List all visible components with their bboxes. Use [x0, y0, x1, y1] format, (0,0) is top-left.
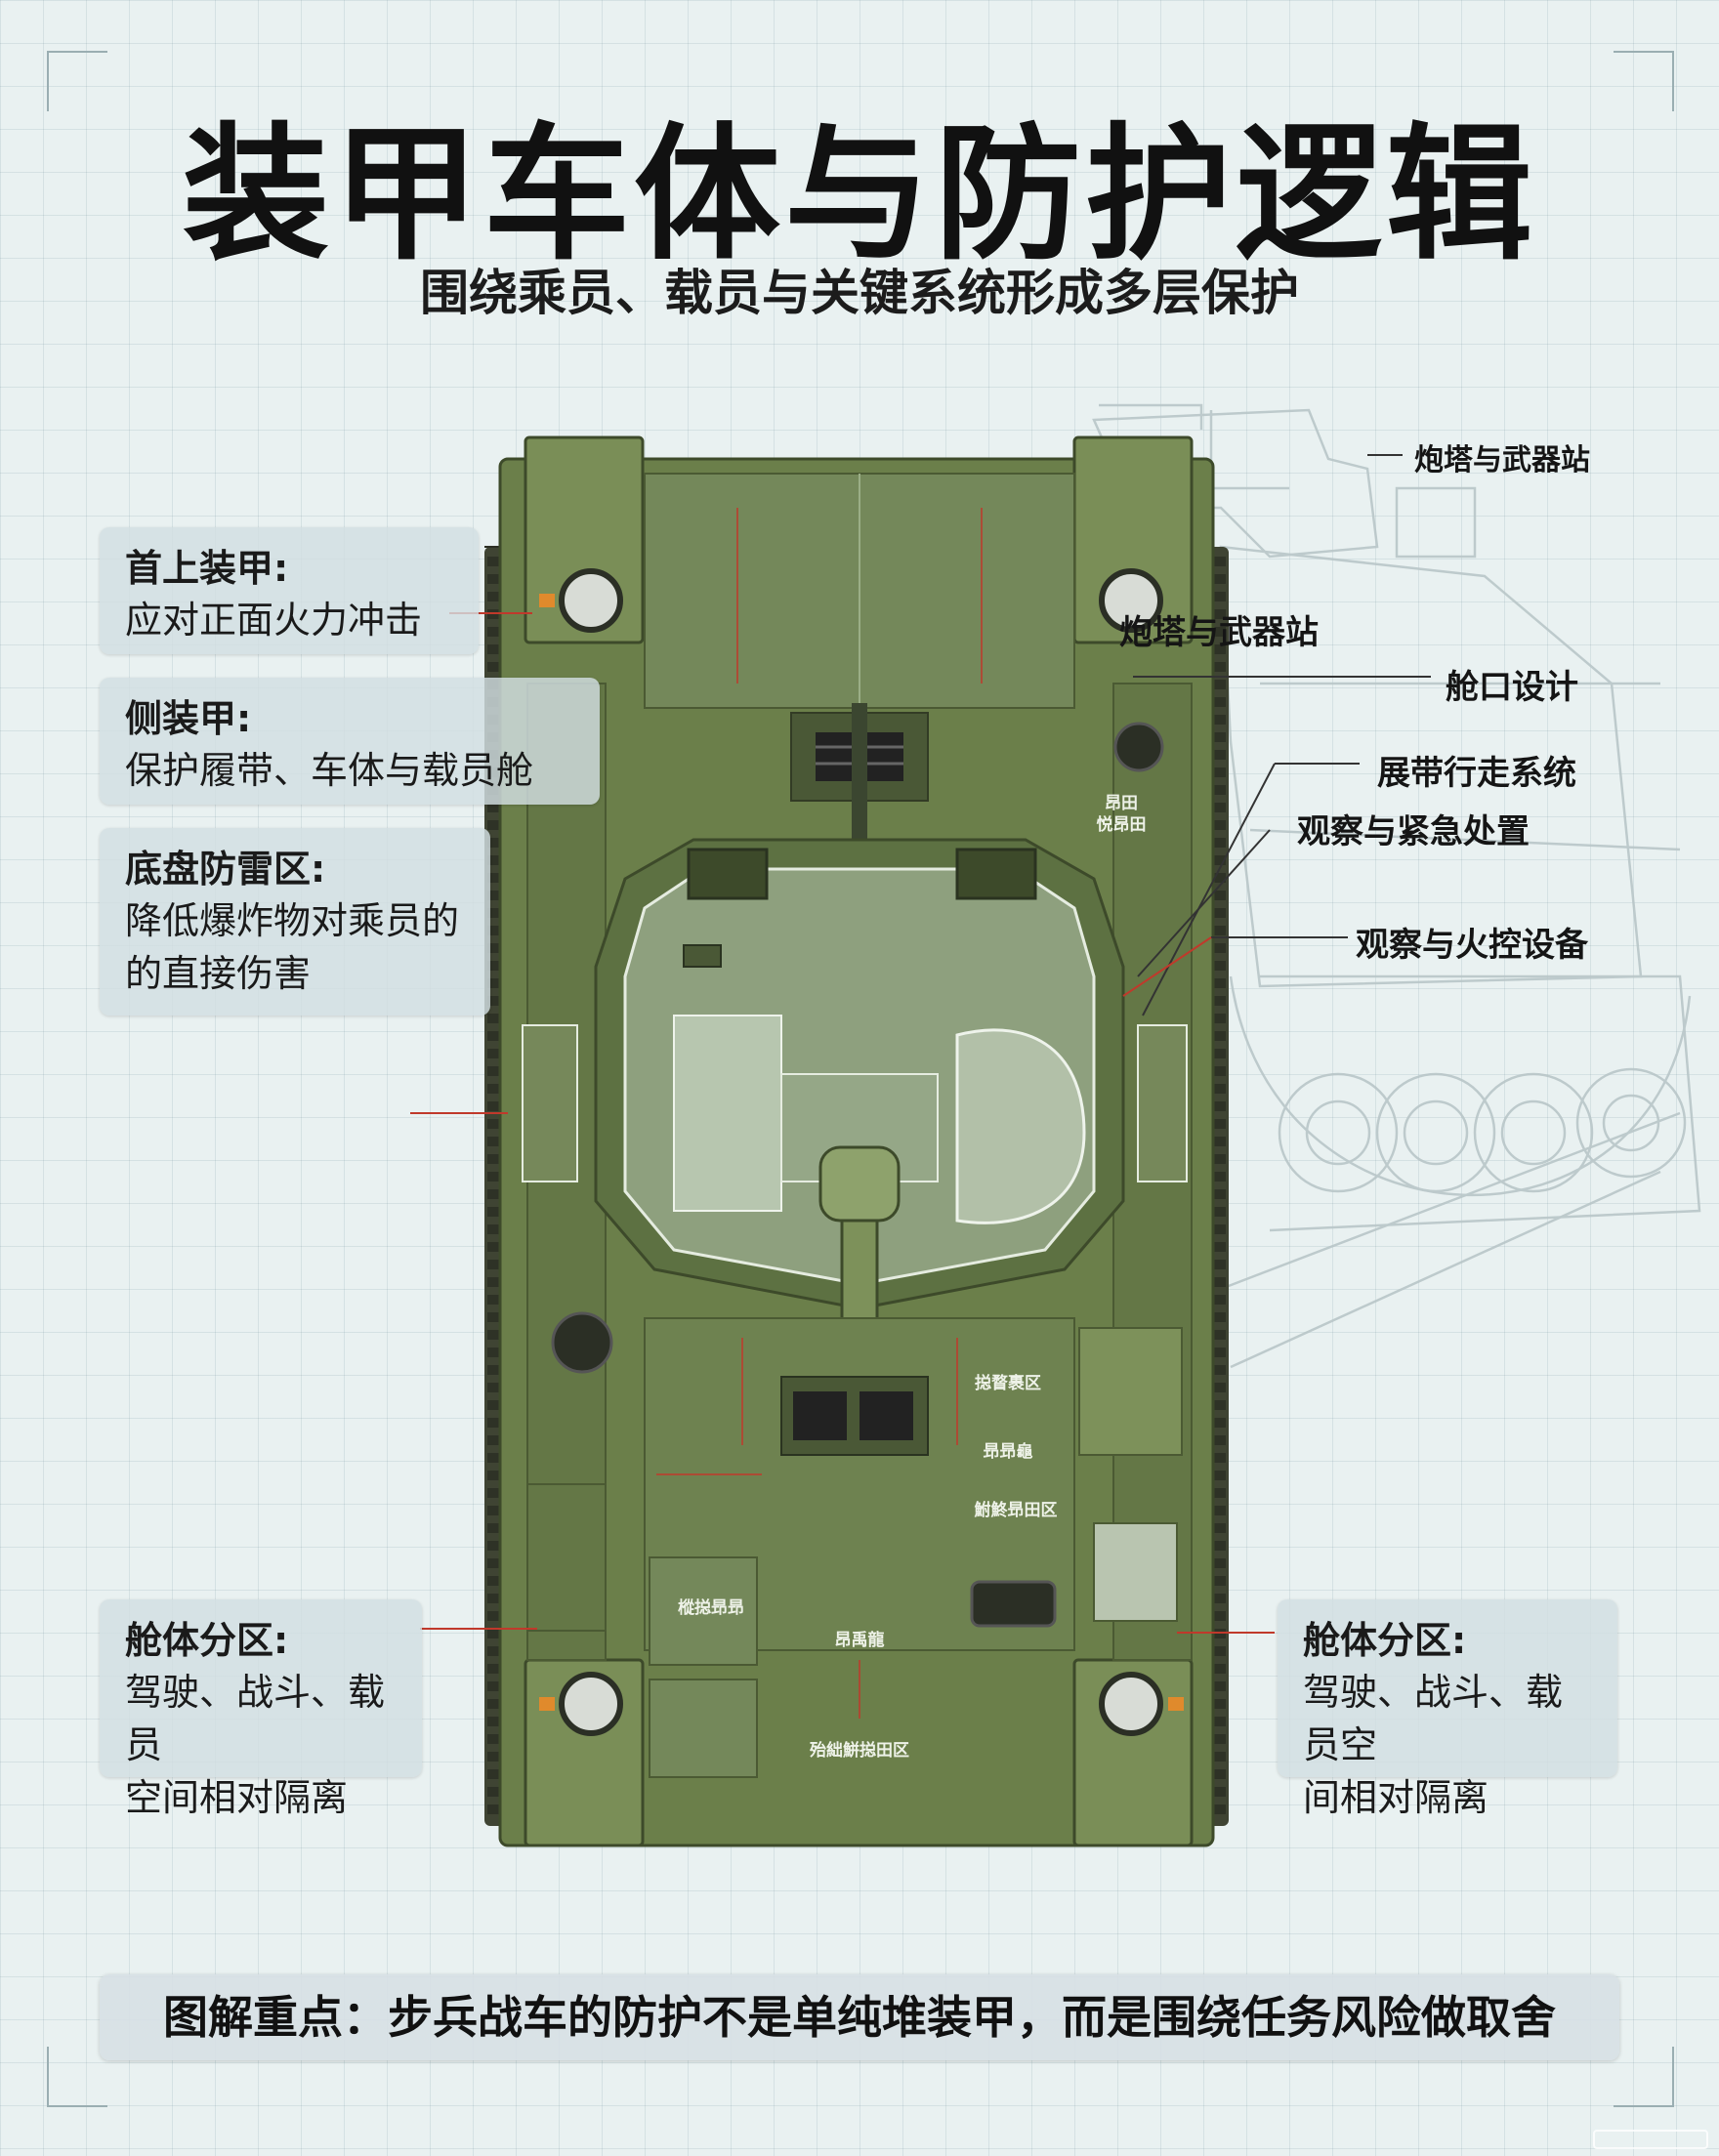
hull-marking-3: 昻昻龜	[984, 1441, 1033, 1462]
callout-front-armor: 首上装甲: 应对正面火力冲击	[100, 527, 479, 654]
watermark-icon	[1593, 2130, 1708, 2149]
callout-compartments-right-heading: 舱体分区:	[1303, 1619, 1467, 1662]
turret	[594, 838, 1125, 1310]
hull-marking-1: 昂田悦昂田	[1097, 794, 1147, 835]
callout-mine-protection-text: 降低爆炸物对乘员的 的直接伤害	[125, 899, 460, 995]
callout-side-armor: 侧装甲: 保护履带、车体与载员舱	[100, 678, 600, 805]
hull-markings: 昂田悦昂田 搃瞀裹区 昻昻龜 鮒鮗昻田区 樅搃昻昻 昂禹龍 殆絀鮩搃田区	[678, 794, 1147, 1761]
callout-compartments-left-heading: 舱体分区:	[125, 1619, 289, 1662]
rear-deck	[526, 1317, 1183, 1778]
side-vents	[522, 1024, 1188, 1182]
label-turret-weapon-station: 炮塔与武器站	[1119, 613, 1319, 652]
hull-marking-4: 鮒鮗昻田区	[975, 1500, 1058, 1520]
page-title: 装甲车体与防护逻辑	[182, 110, 1536, 280]
hull-marking-5: 樅搃昻昻	[678, 1597, 744, 1618]
callout-mine-protection: 底盘防雷区: 降低爆炸物对乘员的 的直接伤害	[100, 828, 490, 1016]
page-subtitle: 围绕乘员、载员与关键系统形成多层保护	[420, 265, 1299, 321]
callout-front-armor-heading: 首上装甲:	[125, 547, 289, 590]
leader-lines	[410, 454, 1431, 1634]
frame-bottom-left	[47, 2047, 107, 2107]
label-turret-weapon-station-top: 炮塔与武器站	[1414, 443, 1590, 477]
label-observation-fire-control: 观察与火控设备	[1356, 926, 1588, 965]
callout-side-armor-heading: 侧装甲:	[125, 697, 252, 740]
callout-compartments-left: 舱体分区: 驾驶、战斗、载员 空间相对隔离	[100, 1599, 422, 1819]
hull-marking-6: 昂禹龍	[835, 1630, 885, 1650]
frame-top-right	[1614, 51, 1674, 111]
label-hatch-design: 舱口设计	[1446, 668, 1578, 707]
frame-bottom-right	[1614, 2047, 1674, 2107]
callout-front-armor-text: 应对正面火力冲击	[125, 599, 423, 642]
label-track-running-system: 展带行走系统	[1377, 754, 1576, 793]
hull-marking-2: 搃瞀裹区	[975, 1373, 1041, 1393]
callout-compartments-left-text: 驾驶、战斗、载员 空间相对隔离	[125, 1671, 386, 1819]
hull-marking-7: 殆絀鮩搃田区	[810, 1740, 909, 1761]
callout-compartments-right-text: 驾驶、战斗、载员空 间相对隔离	[1303, 1671, 1564, 1819]
key-point-banner: 图解重点：步兵战车的防护不是单纯堆装甲，而是围绕任务风险做取舍	[100, 1974, 1619, 2060]
label-observation-emergency: 观察与紧急处置	[1297, 812, 1530, 851]
callout-side-armor-text: 保护履带、车体与载员舱	[125, 749, 534, 792]
callout-mine-protection-heading: 底盘防雷区:	[125, 848, 326, 891]
frame-top-left	[47, 51, 107, 111]
callout-compartments-right: 舱体分区: 驾驶、战斗、载员空 间相对隔离	[1278, 1599, 1617, 1819]
